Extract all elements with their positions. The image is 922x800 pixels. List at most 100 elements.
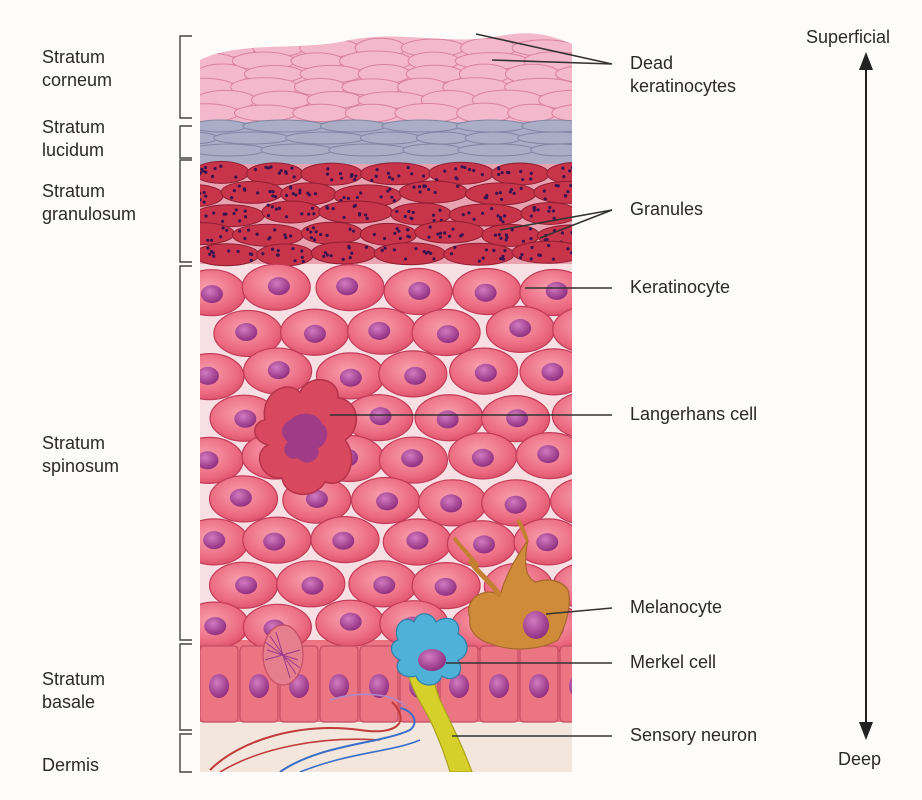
granule — [397, 230, 400, 233]
keratinocyte-nucleus — [475, 284, 497, 302]
keratinocyte-nucleus — [336, 277, 358, 295]
corneum-cell — [171, 104, 238, 123]
granule — [350, 252, 353, 255]
granule — [343, 216, 346, 219]
keratinocyte-nucleus — [537, 445, 559, 463]
keratinocyte-nucleus — [408, 282, 430, 300]
granule — [544, 197, 547, 200]
keratinocyte-nucleus — [204, 617, 226, 635]
granule — [613, 208, 616, 211]
granule — [353, 178, 356, 181]
granule — [243, 189, 246, 192]
granule — [545, 238, 548, 241]
label-stratum-basale: Stratum basale — [42, 668, 105, 714]
granule — [391, 178, 394, 181]
granule — [520, 187, 523, 190]
granulosum-cell — [262, 201, 321, 223]
granule — [300, 249, 303, 252]
lucidum-cell — [360, 132, 420, 144]
granule — [291, 247, 294, 250]
keratinocyte-nucleus — [263, 533, 285, 551]
granule — [188, 199, 191, 202]
granule — [383, 237, 386, 240]
granule — [256, 233, 259, 236]
keratinocyte-nucleus — [435, 578, 457, 596]
granule — [620, 208, 623, 211]
granule — [388, 176, 391, 179]
lucidum-cell — [382, 120, 460, 132]
granule — [506, 171, 509, 174]
keratinocyte-nucleus — [197, 451, 219, 469]
granule — [610, 206, 613, 209]
granule — [301, 256, 304, 259]
granule — [443, 169, 446, 172]
corneum-cell — [293, 104, 349, 121]
granule — [271, 248, 274, 251]
granule — [520, 253, 523, 256]
granule — [407, 166, 410, 169]
granule — [505, 238, 508, 241]
granule — [212, 211, 215, 214]
granule — [529, 227, 532, 230]
granule — [380, 195, 383, 198]
granule — [256, 191, 259, 194]
granule — [356, 196, 359, 199]
granule — [463, 166, 466, 169]
label-stratum-spinosum: Stratum spinosum — [42, 432, 119, 478]
label-dermis: Dermis — [42, 754, 99, 777]
granule — [219, 235, 222, 238]
corneum-cell — [508, 104, 556, 121]
granule — [429, 252, 432, 255]
granule — [237, 250, 240, 253]
granule — [522, 240, 525, 243]
lucidum-cell — [261, 144, 333, 156]
granule — [198, 192, 201, 195]
granule — [432, 257, 435, 260]
granule — [196, 189, 199, 192]
granule — [310, 236, 313, 239]
granule — [339, 172, 342, 175]
granule — [429, 225, 432, 228]
granule — [596, 170, 599, 173]
granule — [427, 235, 430, 238]
label-granules: Granules — [630, 198, 703, 221]
lucidum-cell — [192, 144, 265, 156]
granule — [300, 212, 303, 215]
granule — [581, 177, 584, 180]
keratinocyte-nucleus — [368, 322, 390, 340]
corneum-cell — [573, 40, 634, 57]
granule — [434, 191, 437, 194]
granule — [450, 252, 453, 255]
granule — [213, 167, 216, 170]
granule — [404, 215, 407, 218]
granule — [315, 230, 318, 233]
keratinocyte-nucleus — [401, 449, 423, 467]
granule — [530, 246, 533, 249]
granule — [530, 214, 533, 217]
layer-brackets — [180, 36, 192, 772]
granule — [370, 179, 373, 182]
granule — [289, 234, 292, 237]
granule — [274, 195, 277, 198]
lucidum-cell — [518, 132, 591, 144]
granulosum-cell — [399, 181, 467, 203]
granule — [202, 169, 205, 172]
lucidum-cell — [329, 144, 407, 156]
label-merkel-cell: Merkel cell — [630, 651, 716, 674]
granule — [499, 216, 502, 219]
keratinocyte-cell — [553, 307, 621, 353]
keratinocyte-nucleus — [197, 367, 219, 385]
granule — [519, 170, 522, 173]
granule — [235, 208, 238, 211]
granule — [230, 196, 233, 199]
granule — [586, 229, 589, 232]
granule — [539, 254, 542, 257]
granule — [503, 214, 506, 217]
granule — [276, 253, 279, 256]
label-keratinocyte: Keratinocyte — [630, 276, 730, 299]
keratinocyte-nucleus — [404, 367, 426, 385]
granule — [330, 178, 333, 181]
granule — [552, 209, 555, 212]
granulosum-cell — [415, 221, 484, 243]
keratinocyte-nucleus — [230, 489, 252, 507]
